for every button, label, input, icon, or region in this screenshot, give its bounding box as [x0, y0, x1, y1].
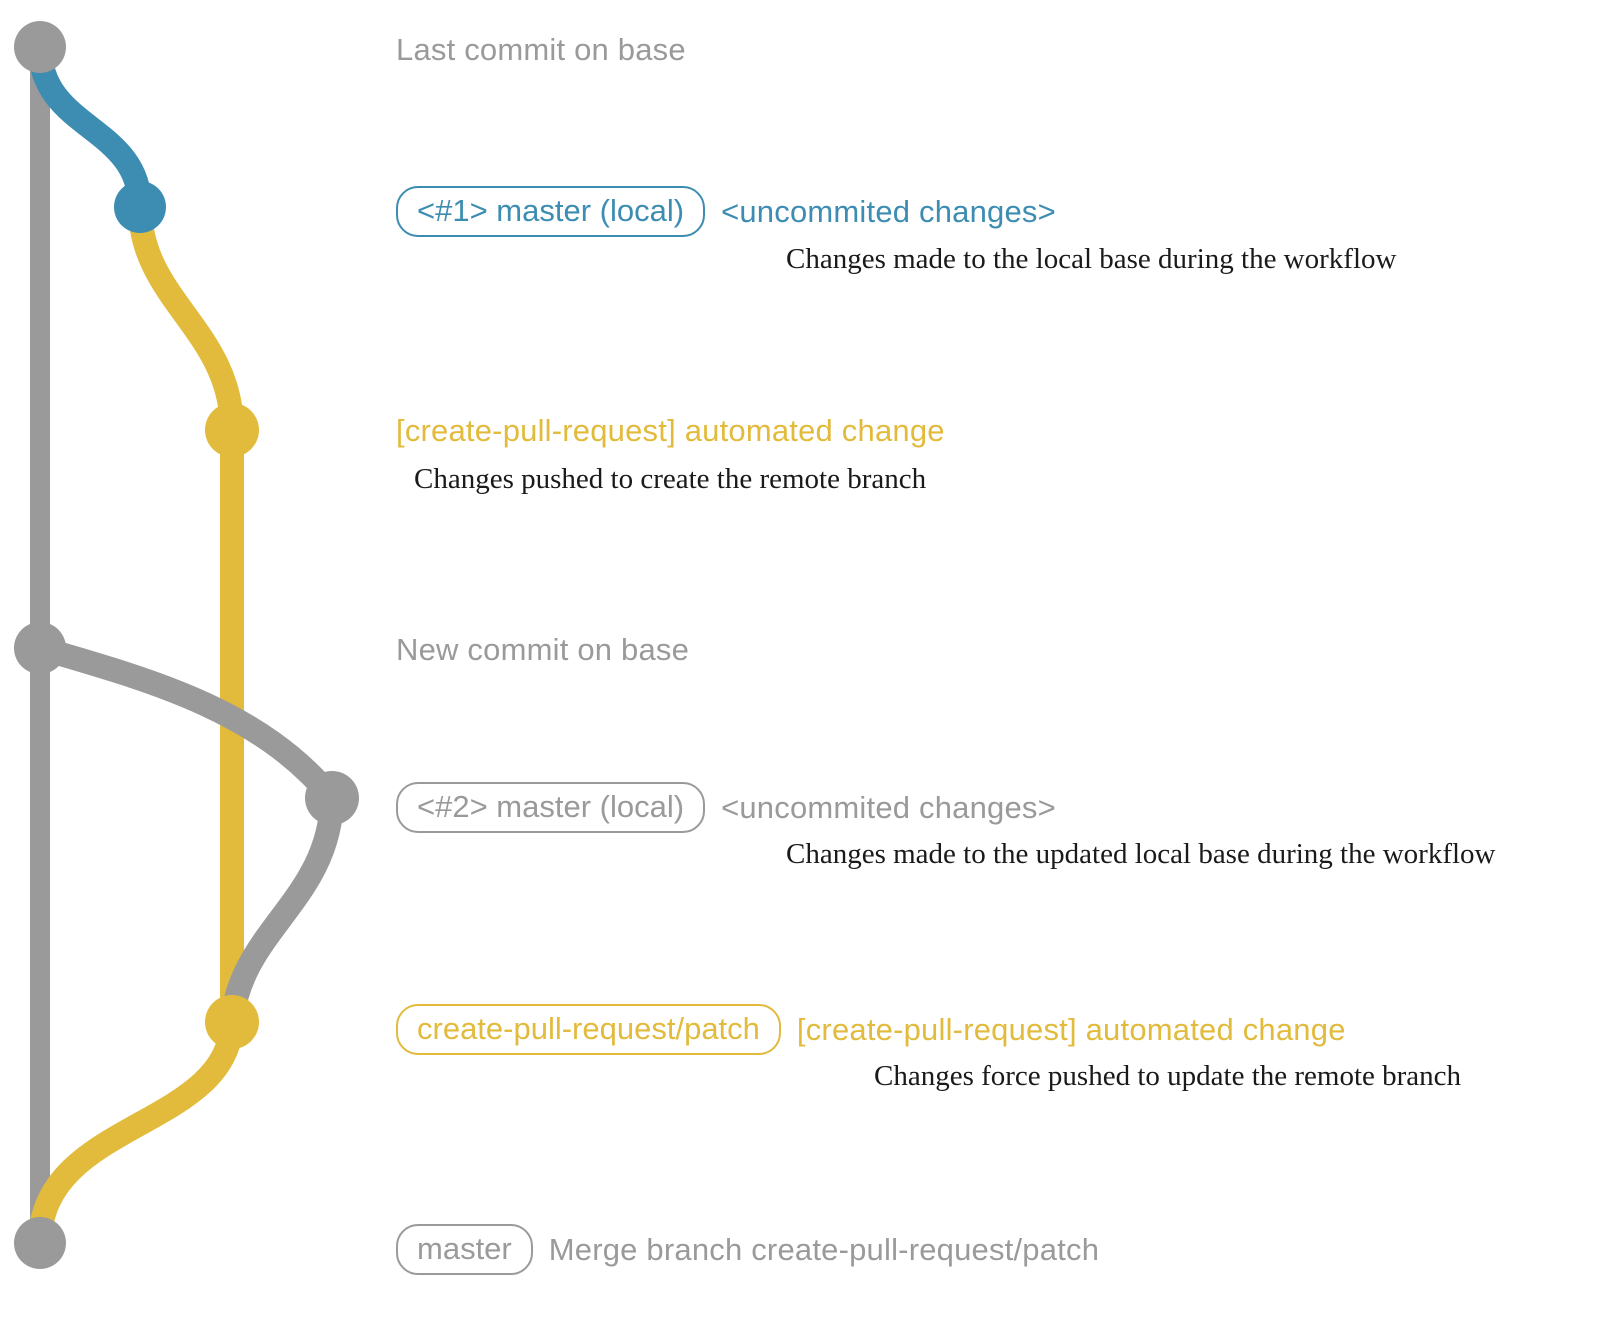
ref-badge-master[interactable]: master	[396, 1224, 533, 1275]
commit-node-new-base[interactable]	[14, 622, 66, 674]
commit-row-new-commit-on-base: New commit on base	[396, 632, 689, 668]
commit-subject-local-change-2: <uncommited changes>	[721, 789, 1056, 825]
commit-node-patch-2[interactable]	[205, 995, 259, 1049]
merge-into-base-line	[28, 1010, 244, 1255]
commit-node-local-2[interactable]	[305, 771, 359, 825]
commit-row-local-change-2: <#2> master (local) <uncommited changes>	[396, 782, 1056, 833]
commit-description-local-change-1: Changes made to the local base during th…	[786, 243, 1397, 275]
commit-subject-automated-change-2: [create-pull-request] automated change	[796, 1011, 1346, 1047]
commit-subject-local-change-1: <uncommited changes>	[721, 193, 1056, 229]
commit-row-merge-commit: master Merge branch create-pull-request/…	[396, 1224, 1099, 1275]
commit-description-local-change-2: Changes made to the updated local base d…	[786, 838, 1496, 870]
patch-branch-1-line	[128, 195, 244, 442]
commit-node-last-base[interactable]	[14, 21, 66, 73]
commit-description-automated-change-1: Changes pushed to create the remote bran…	[414, 463, 927, 495]
commit-row-local-change-1: <#1> master (local) <uncommited changes>	[396, 186, 1056, 237]
rebase-to-patch-line	[220, 786, 344, 1034]
commit-node-patch-1[interactable]	[205, 403, 259, 457]
commit-row-last-commit-on-base: Last commit on base	[396, 32, 686, 68]
commit-subject-merge-commit: Merge branch create-pull-request/patch	[548, 1231, 1100, 1267]
commit-subject-last-commit-on-base: Last commit on base	[396, 32, 686, 67]
commit-subject-automated-change-1: [create-pull-request] automated change	[396, 413, 945, 448]
local-branch-1-line	[28, 35, 152, 219]
commit-node-local-1[interactable]	[114, 181, 166, 233]
commit-description-automated-change-2: Changes force pushed to update the remot…	[874, 1060, 1462, 1092]
ref-badge-master-local-2[interactable]: <#2> master (local)	[396, 782, 706, 833]
commit-row-automated-change-1: [create-pull-request] automated change	[396, 413, 945, 449]
local-branch-2-line	[28, 636, 344, 810]
ref-badge-master-local-1[interactable]: <#1> master (local)	[396, 186, 706, 237]
ref-badge-create-pull-request-patch[interactable]: create-pull-request/patch	[396, 1004, 781, 1055]
commit-row-automated-change-2: create-pull-request/patch [create-pull-r…	[396, 1004, 1346, 1055]
commit-node-merge[interactable]	[14, 1217, 66, 1269]
commit-subject-new-commit-on-base: New commit on base	[396, 632, 690, 667]
